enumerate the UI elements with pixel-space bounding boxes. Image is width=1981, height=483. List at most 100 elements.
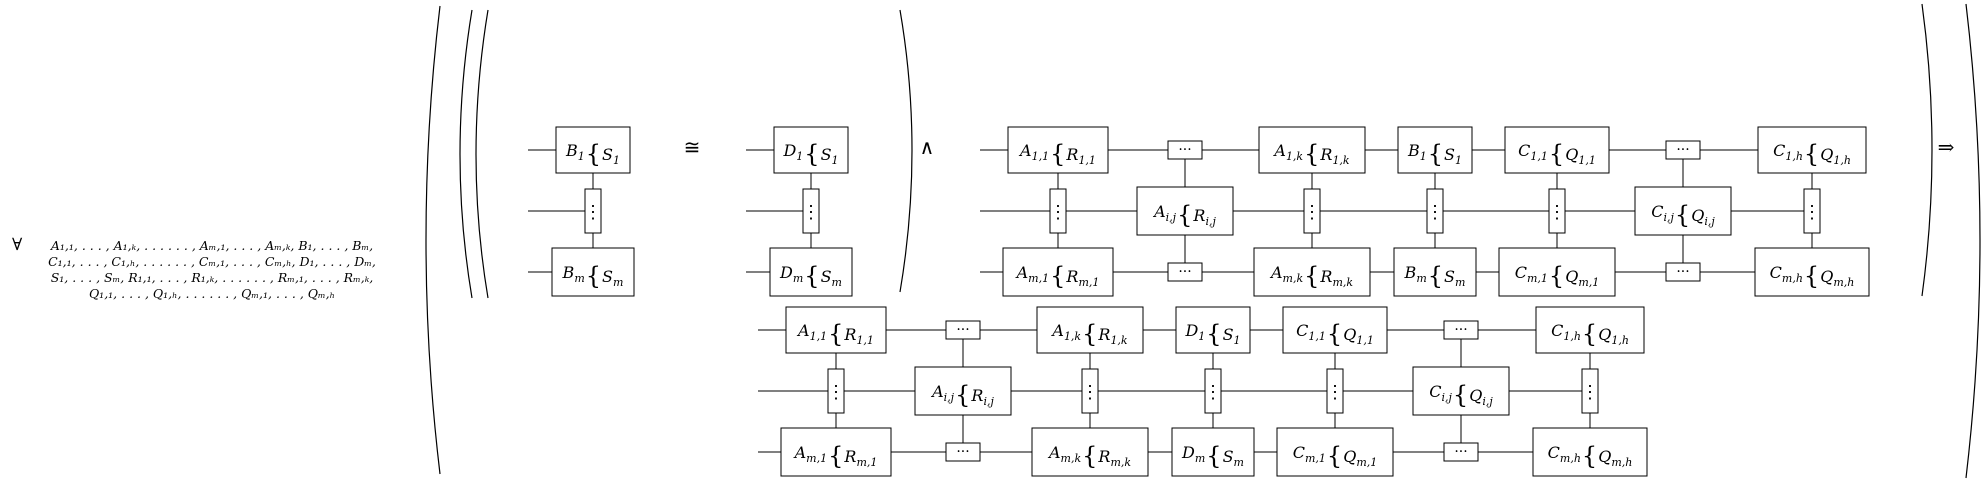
grid-b-box-am1: Am,1{Rm,1: [1002, 247, 1114, 297]
grid-d-box-c1h-label: C1,h{Q1,h: [1551, 320, 1629, 348]
grid-b-vdots-b-frame: [1426, 188, 1444, 234]
grid-b-box-amk-frame: [1253, 247, 1371, 297]
grid-d-box-bot-center-label: Dm{Sm: [1181, 442, 1244, 470]
lhs-iso-box-bot: Bm{Sm: [551, 247, 635, 297]
grid-b-vdots-b: ⋮: [1426, 188, 1444, 234]
grid-b-vdots-c1-frame: [1548, 188, 1566, 234]
grid-b-hdots-bot-right-text: ···: [1676, 264, 1689, 280]
grid-b-box-top-center-label: B1{S1: [1407, 140, 1462, 168]
grid-b-box-top-center: B1{S1: [1397, 126, 1473, 174]
grid-b-box-amk-label: Am,k{Rm,k: [1269, 262, 1353, 290]
grid-b-hdots-bot-left-frame: [1167, 262, 1203, 282]
rhs-iso-box-bot: Dm{Sm: [769, 247, 853, 297]
grid-b-box-c1h-frame: [1757, 126, 1867, 174]
grid-b-box-amk: Am,k{Rm,k: [1253, 247, 1371, 297]
grid-b-box-top-center-frame: [1397, 126, 1473, 174]
grid-d-vdots-c1-frame: [1326, 368, 1344, 414]
grid-b-hdots-top-right-text: ···: [1676, 142, 1689, 158]
grid-b-box-cm1: Cm,1{Qm,1: [1498, 247, 1616, 297]
grid-d-vdots-b-frame: [1204, 368, 1222, 414]
grid-d-vdots-ak-frame: [1081, 368, 1099, 414]
grid-d-box-a1k-label: A1,k{R1,k: [1050, 320, 1128, 348]
grid-d-hdots-top-right-frame: [1443, 320, 1479, 340]
iso-symbol: ≅: [684, 135, 701, 159]
grid-d-hdots-bot-right-frame: [1443, 442, 1479, 462]
grid-b-box-a11-label: A1,1{R1,1: [1018, 140, 1096, 168]
grid-d-box-am1-frame: [780, 427, 892, 477]
grid-d-box-am1-label: Am,1{Rm,1: [793, 442, 878, 470]
rhs-iso-box-bot-frame: [769, 247, 853, 297]
grid-d-box-bot-center: Dm{Sm: [1171, 427, 1255, 477]
grid-b-hdots-bot-left: ···: [1167, 262, 1203, 282]
grid-d-box-cij-frame: [1412, 366, 1510, 416]
grid-b-box-bot-center: Bm{Sm: [1393, 247, 1477, 297]
grid-d-box-a1k: A1,k{R1,k: [1036, 306, 1144, 354]
grid-d-vdots-ch: ⋮: [1581, 368, 1599, 414]
diagram-layer: B1{S1⋮Bm{SmD1{S1⋮Dm{SmA1,1{R1,1···A1,k{R…: [528, 126, 1870, 477]
grid-b-box-c11-label: C1,1{Q1,1: [1518, 140, 1596, 168]
grid-d-box-aij-label: Ai,j{Ri,j: [930, 381, 994, 409]
grid-b-vdots-ak-text: ⋮: [1303, 202, 1321, 223]
grid-b-vdots-ak: ⋮: [1303, 188, 1321, 234]
grid-b-box-bot-center-frame: [1393, 247, 1477, 297]
rhs-iso-box-top-label: D1{S1: [782, 140, 838, 168]
grid-d-box-amk-label: Am,k{Rm,k: [1047, 442, 1131, 470]
grid-b-vdots-a1: ⋮: [1049, 188, 1067, 234]
grid-d-box-a1k-frame: [1036, 306, 1144, 354]
grid-b-box-cmh-label: Cm,h{Qm,h: [1770, 262, 1855, 290]
grid-d-box-c11-label: C1,1{Q1,1: [1296, 320, 1374, 348]
lhs-iso-box-top-label: B1{S1: [565, 140, 620, 168]
grid-b-vdots-a1-frame: [1049, 188, 1067, 234]
grid-d-vdots-ch-text: ⋮: [1581, 382, 1599, 403]
grid-d-hdots-bot-right-text: ···: [1454, 444, 1467, 460]
grid-d-box-top-center-frame: [1175, 306, 1251, 354]
quantifier-line-1: A₁,₁, . . . , A₁,ₖ, . . . . . . , Aₘ,₁, …: [50, 238, 373, 253]
grid-b-hdots-top-right-frame: [1665, 140, 1701, 160]
lhs-iso-box-top: B1{S1: [555, 126, 631, 174]
grid-b-box-bot-center-label: Bm{Sm: [1404, 262, 1466, 290]
grid-b-vdots-a1-text: ⋮: [1049, 202, 1067, 223]
grid-b-box-a1k-frame: [1258, 126, 1366, 174]
grid-b-box-a11-frame: [1007, 126, 1109, 174]
grid-b-box-am1-label: Am,1{Rm,1: [1015, 262, 1100, 290]
rhs-iso-vdots-text: ⋮: [802, 202, 820, 223]
grid-d-box-c11-frame: [1282, 306, 1388, 354]
grid-d-box-aij: Ai,j{Ri,j: [914, 366, 1012, 416]
grid-b-box-cmh: Cm,h{Qm,h: [1754, 247, 1870, 297]
grid-b-box-c1h: C1,h{Q1,h: [1757, 126, 1867, 174]
grid-d-box-cmh-frame: [1532, 427, 1648, 477]
grid-d-box-a11: A1,1{R1,1: [785, 306, 887, 354]
grid-b-box-a11: A1,1{R1,1: [1007, 126, 1109, 174]
grid-b-box-c11-frame: [1504, 126, 1610, 174]
grid-b-hdots-bot-right: ···: [1665, 262, 1701, 282]
grid-d-box-cmh: Cm,h{Qm,h: [1532, 427, 1648, 477]
outer-paren-right: [1965, 3, 1981, 479]
grid-d-hdots-bot-left: ···: [945, 442, 981, 462]
grid-d-box-bot-center-frame: [1171, 427, 1255, 477]
grid-b-box-cij-label: Ci,j{Qi,j: [1651, 201, 1715, 229]
grid-d-vdots-ak-text: ⋮: [1081, 382, 1099, 403]
grid-d-box-aij-frame: [914, 366, 1012, 416]
grid-d-box-c11: C1,1{Q1,1: [1282, 306, 1388, 354]
iso-paren-right: [899, 9, 913, 293]
grid-b-box-c1h-label: C1,h{Q1,h: [1773, 140, 1851, 168]
grid-d-hdots-top-right-text: ···: [1454, 322, 1467, 338]
grid-d-box-am1: Am,1{Rm,1: [780, 427, 892, 477]
grid-d-box-cm1-label: Cm,1{Qm,1: [1293, 442, 1378, 470]
lhs-iso-vdots-text: ⋮: [584, 202, 602, 223]
grid-d-hdots-top-left-frame: [945, 320, 981, 340]
grid-d-box-top-center: D1{S1: [1175, 306, 1251, 354]
grid-d-hdots-top-left-text: ···: [956, 322, 969, 338]
rhs-iso-box-bot-label: Dm{Sm: [779, 262, 842, 290]
grid-d-vdots-a1-text: ⋮: [827, 382, 845, 403]
grid-d-hdots-bot-left-text: ···: [956, 444, 969, 460]
and-symbol: ∧: [920, 135, 935, 159]
grid-d-hdots-bot-left-frame: [945, 442, 981, 462]
grid-b-vdots-c1-text: ⋮: [1548, 202, 1566, 223]
grid-d-box-amk-frame: [1031, 427, 1149, 477]
grid-b-hdots-bot-right-frame: [1665, 262, 1701, 282]
grid-b-box-a1k: A1,k{R1,k: [1258, 126, 1366, 174]
grid-b-hdots-bot-left-text: ···: [1178, 264, 1191, 280]
antecedent-paren-right: [1921, 3, 1933, 297]
